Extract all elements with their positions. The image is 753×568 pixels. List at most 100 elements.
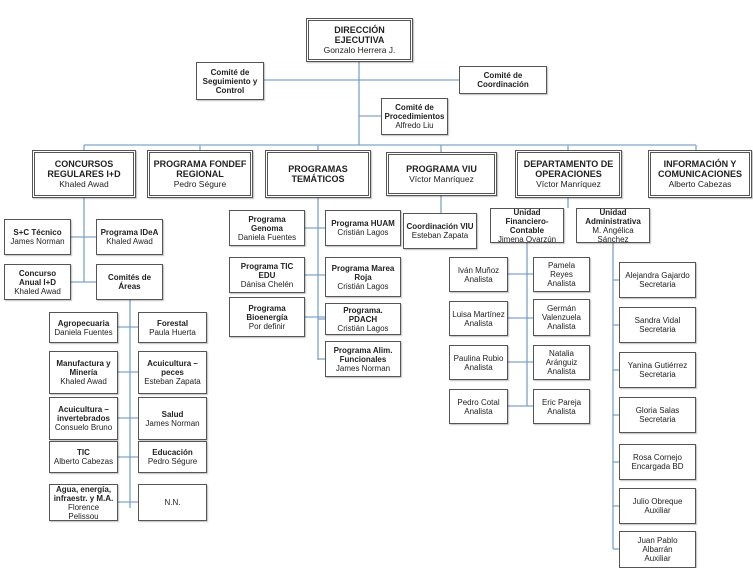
org-box-title: PROGRAMAS TEMÁTICOS xyxy=(288,164,348,184)
org-box-title: Comité de Procedimientos xyxy=(384,103,445,121)
org-box-title: Manufactura y Minería xyxy=(56,359,111,377)
org-box-person: Florence Pelissou xyxy=(67,502,100,521)
org-box-role: Secretaria xyxy=(639,370,676,379)
org-box-person: Khaled Awad xyxy=(59,179,109,189)
org-box-person: Cristián Lagos xyxy=(337,228,389,237)
org-box-title: PROGRAMA FONDEF REGIONAL xyxy=(153,159,247,179)
org-box-role: Secretaria xyxy=(639,325,676,334)
org-box-person: N.N. xyxy=(164,498,181,507)
org-box-role: Analista xyxy=(547,406,576,416)
org-box-title: Unidad Administrativa xyxy=(585,208,641,226)
org-box-role: Analista xyxy=(547,367,576,376)
org-box-person: Consuelo Bruno xyxy=(54,423,113,432)
org-box-person: James Norman xyxy=(335,363,391,373)
org-box-person: Alfredo Liu xyxy=(395,121,434,130)
org-box-title: Programa TIC EDU xyxy=(240,261,294,280)
org-box-role: Analista xyxy=(464,318,493,328)
org-box-title: Coordinación VIU xyxy=(406,222,474,231)
org-box-title: Comité de Coordinación xyxy=(477,71,529,89)
org-box-person: Sandra Vidal xyxy=(634,316,681,325)
org-box-title: Educación xyxy=(152,448,193,457)
org-box-title: Comités de Áreas xyxy=(107,273,152,291)
org-box-person: Luisa Martínez xyxy=(452,309,505,319)
org-box-role: Analista xyxy=(547,279,576,288)
org-box-c-seg: Comité de Seguimiento y Control xyxy=(196,62,264,100)
org-box-person: Gonzalo Herrera J. xyxy=(323,45,396,55)
org-box-tematicos: PROGRAMAS TEMÁTICOS xyxy=(265,150,371,198)
org-box-person: Pedro Ségure xyxy=(147,457,198,466)
org-box-person: Jimena Oyarzún xyxy=(497,234,557,243)
org-box-person: Esteban Zapata xyxy=(411,231,469,240)
org-box-title: Forestal xyxy=(156,318,189,328)
org-box-title: INFORMACIÓN Y COMUNICACIONES xyxy=(657,159,742,179)
org-box-title: Programa Marea Roja xyxy=(331,263,395,282)
org-box-title: Acuicultura – invertebrados xyxy=(57,405,110,423)
org-box-person: Alejandra Gajardo xyxy=(625,271,690,280)
org-box-role: Secretaria xyxy=(639,280,676,289)
org-box-title: Unidad Financiero-Contable xyxy=(505,208,549,235)
org-box-role: Analista xyxy=(547,322,576,331)
org-box-person: Khaled Awad xyxy=(106,237,153,246)
org-box-person: Rosa Cornejo xyxy=(633,453,682,462)
org-box-person: Gloria Salas xyxy=(635,406,680,415)
org-box-title: Comité de Seguimiento y Control xyxy=(202,67,258,95)
org-box-title: S+C Técnico xyxy=(13,228,62,237)
org-box-person: Paulina Rubio xyxy=(453,353,504,363)
org-box-person: Khaled Awad xyxy=(14,286,61,296)
org-box-person: Cristián Lagos xyxy=(337,323,389,333)
org-box-person: James Norman xyxy=(10,237,65,246)
org-box-person: Por definir xyxy=(248,321,286,331)
org-box-title: Concurso Anual I+D xyxy=(18,268,57,287)
org-box-person: Esteban Zapata xyxy=(144,377,201,386)
org-box-title: Agua, energía, infraestr. y M.A. xyxy=(53,484,114,503)
org-box-role: Secretaria xyxy=(639,415,676,424)
org-box-person: Eric Pareja xyxy=(541,397,582,407)
org-box-person: Julio Obreque xyxy=(632,497,683,506)
org-box-person: Alberto Cabezas xyxy=(53,457,114,466)
org-box-title: Programa IDeA xyxy=(100,228,159,237)
org-box-person: Alberto Cabezas xyxy=(668,179,732,189)
org-box-title: CONCURSOS REGULARES I+D xyxy=(47,159,121,179)
org-box-person: James Norman xyxy=(145,418,200,428)
org-box-role: Analista xyxy=(464,274,493,284)
org-box-title: Programa Bioenergía xyxy=(246,303,288,322)
org-box-person: M. Angélica Sánchez xyxy=(592,225,634,243)
org-box-person: Pedro Cotal xyxy=(457,397,500,407)
org-box-person: Yanina Gutiérrez xyxy=(627,361,688,370)
org-box-role: Analista xyxy=(464,362,493,372)
org-box-person: Khaled Awad xyxy=(60,377,107,386)
org-box-comites-areas: Comités de Áreas xyxy=(96,264,163,300)
org-box-person: Iván Muñoz xyxy=(457,265,500,275)
